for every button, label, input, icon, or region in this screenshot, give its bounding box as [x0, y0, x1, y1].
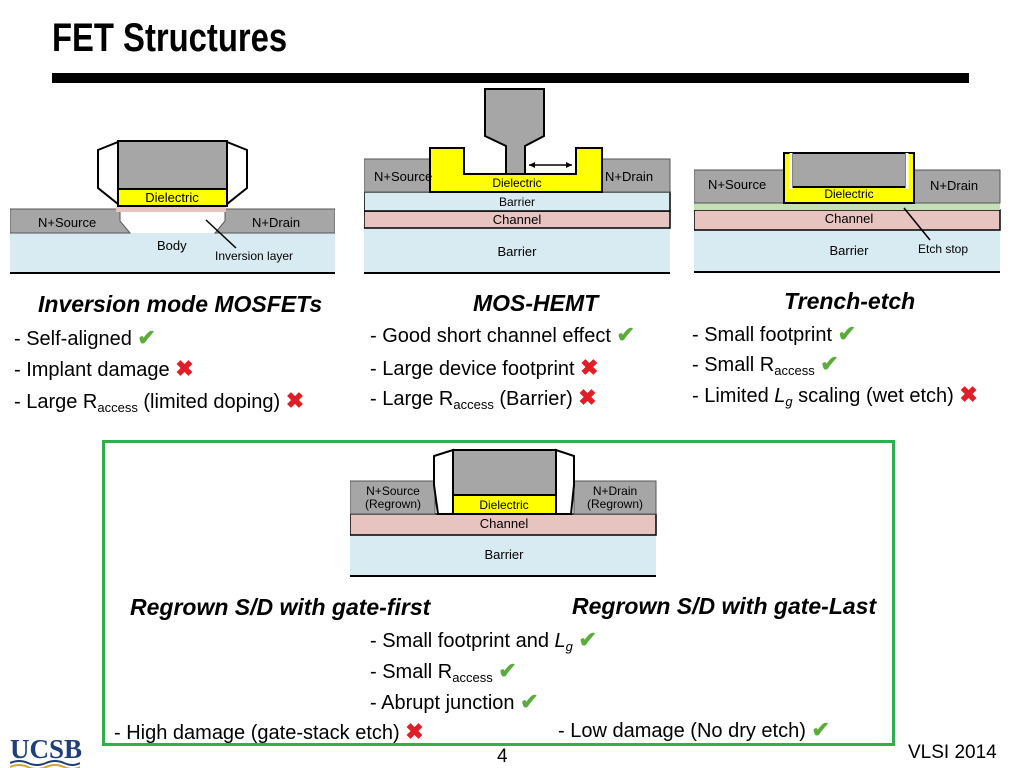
dielectric-layer [429, 147, 603, 193]
footer-label: VLSI 2014 [908, 742, 997, 763]
ucsb-logo: UCSB [10, 734, 82, 768]
dielectric-label: Dielectric [824, 187, 873, 201]
check-icon: ✔ [498, 658, 517, 683]
trench-bullet-raccess: - Small Raccess ✔ [692, 351, 839, 378]
body-label: Body [157, 238, 187, 253]
title-rule [52, 73, 969, 83]
barrier-layer [694, 230, 1000, 272]
barrier-label: Barrier [484, 547, 524, 562]
cross-icon: ✖ [578, 385, 597, 410]
barrier-top-label: Barrier [499, 195, 535, 209]
trench-bullet-footprint: - Small footprint ✔ [692, 321, 857, 347]
regrown-bullet-junction: - Abrupt junction ✔ [370, 689, 539, 715]
moshemt-bullet-short-channel: - Good short channel effect ✔ [370, 322, 635, 348]
cross-icon: ✖ [405, 719, 424, 744]
regrown-last-heading: Regrown S/D with gate-Last [572, 593, 877, 619]
moshemt-diagram: N+Source N+Drain Dielectric Barrier Chan… [364, 88, 671, 274]
spacer-right [226, 140, 248, 207]
trench-heading: Trench-etch [784, 288, 916, 314]
drain-label: N+Drain [605, 169, 653, 184]
cross-icon: ✖ [285, 388, 305, 413]
regrown-first-con: - High damage (gate-stack etch) ✖ [114, 719, 424, 745]
mosfet-heading: Inversion mode MOSFETs [38, 291, 323, 317]
mosfet-diagram: Dielectric N+Source N+Drain Body Inversi… [10, 140, 335, 274]
inversion-label: Inversion layer [215, 249, 293, 263]
mosfet-bullet-implant: - Implant damage ✖ [14, 356, 194, 382]
source-label: N+Source [374, 169, 432, 184]
moshemt-bullet-footprint: - Large device footprint ✖ [370, 355, 599, 381]
source-label-2: (Regrown) [365, 497, 421, 511]
regrown-diagram: N+Source (Regrown) N+Drain (Regrown) Die… [350, 448, 657, 577]
barrier-bottom-label: Barrier [497, 244, 537, 259]
check-icon: ✔ [616, 322, 635, 347]
mosfet-bullet-self-aligned: - Self-aligned ✔ [14, 325, 156, 351]
slide-title: FET Structures [52, 16, 288, 60]
drain-label: N+Drain [930, 178, 978, 193]
page-number: 4 [497, 746, 508, 767]
drain-region [213, 208, 335, 234]
check-icon: ✔ [578, 627, 597, 652]
trench-diagram: N+Source N+Drain Dielectric Channel Barr… [694, 152, 1001, 273]
regrown-bullet-raccess: - Small Raccess ✔ [370, 658, 517, 685]
check-icon: ✔ [520, 689, 539, 714]
etch-stop-layer [694, 203, 1000, 210]
drain-label-2: (Regrown) [587, 497, 643, 511]
source-label-1: N+Source [366, 484, 420, 498]
barrier-label: Barrier [829, 243, 869, 258]
channel-label: Channel [825, 211, 874, 226]
gate-metal [117, 140, 228, 190]
spacer-left [97, 140, 119, 207]
cross-icon: ✖ [580, 355, 599, 380]
check-icon: ✔ [837, 321, 857, 346]
dielectric-label: Dielectric [492, 176, 541, 190]
spacer-left [433, 448, 454, 515]
cross-icon: ✖ [959, 382, 978, 407]
gate-metal [452, 449, 557, 496]
source-label: N+Source [38, 215, 96, 230]
regrown-last-pro: - Low damage (No dry etch) ✔ [558, 717, 830, 743]
dielectric-label: Dielectric [145, 190, 199, 205]
moshemt-heading: MOS-HEMT [473, 290, 599, 316]
drain-label-1: N+Drain [593, 484, 637, 498]
gate-metal [791, 152, 907, 188]
gate-dielectric [117, 188, 228, 207]
source-region [10, 208, 132, 234]
body-region [10, 233, 335, 273]
regrown-bullet-footprint: - Small footprint and Lg ✔ [370, 627, 597, 654]
channel-label: Channel [493, 212, 542, 227]
check-icon: ✔ [820, 351, 839, 376]
t-gate [484, 88, 545, 175]
regrown-box [102, 440, 895, 746]
drain-contact [601, 158, 671, 193]
mosfet-bullet-raccess: - Large Raccess (limited doping) ✖ [14, 388, 305, 415]
source-label: N+Source [708, 177, 766, 192]
etch-stop-label: Etch stop [918, 242, 968, 256]
dielectric-label: Dielectric [479, 498, 528, 512]
trench-bullet-lg-scaling: - Limited Lg scaling (wet etch) ✖ [692, 382, 978, 409]
gate-dielectric [452, 494, 557, 515]
spacer-right [555, 448, 575, 515]
check-icon: ✔ [811, 717, 830, 742]
cross-icon: ✖ [175, 356, 194, 381]
check-icon: ✔ [137, 325, 156, 350]
drain-regrown [573, 480, 657, 515]
source-contact [364, 158, 431, 193]
barrier-bottom [364, 228, 670, 273]
inversion-strip [116, 207, 226, 212]
regrown-first-heading: Regrown S/D with gate-first [130, 594, 431, 620]
barrier-layer [350, 535, 656, 575]
channel-label: Channel [480, 516, 529, 531]
drain-label: N+Drain [252, 215, 300, 230]
moshemt-bullet-raccess: - Large Raccess (Barrier) ✖ [370, 385, 597, 412]
